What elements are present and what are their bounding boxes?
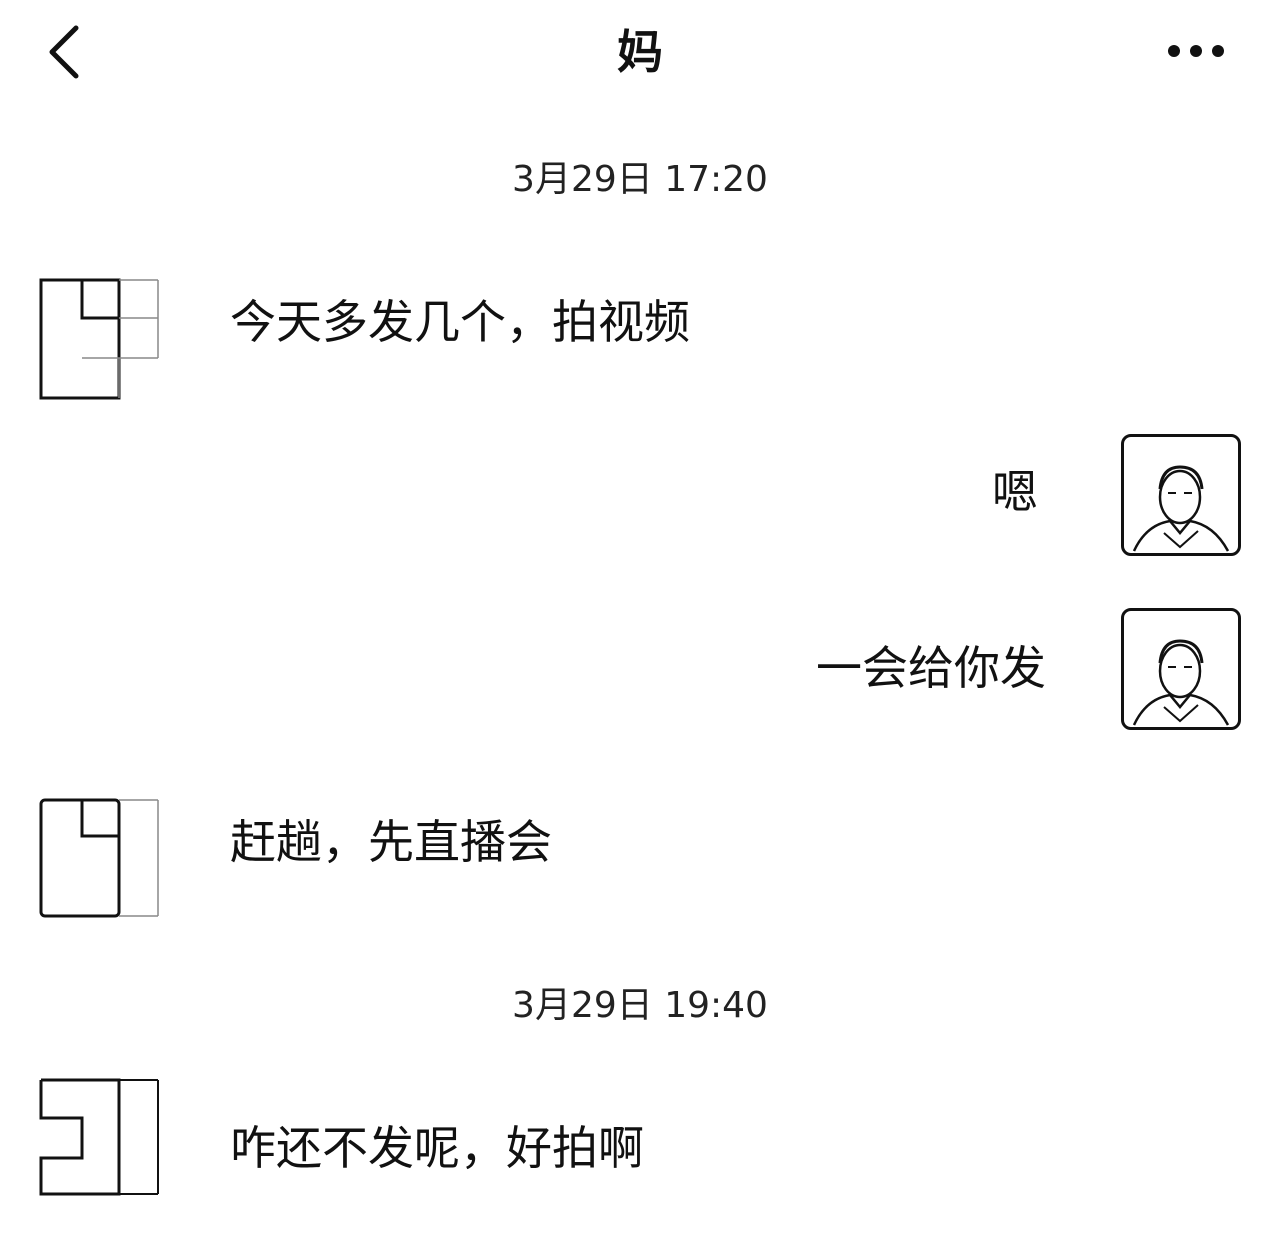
message-text: 咋还不发呢，好拍啊 [230, 1121, 644, 1175]
message-text: 一会给你发 [816, 641, 1046, 695]
person-avatar-icon [1132, 639, 1230, 726]
person-avatar-icon [1132, 465, 1230, 552]
contact-avatar[interactable] [38, 276, 159, 400]
back-button[interactable] [40, 22, 96, 82]
contact-avatar[interactable] [38, 1076, 159, 1196]
chat-header: 妈 [0, 0, 1280, 110]
message-text: 赶趟，先直播会 [230, 815, 552, 869]
chat-title: 妈 [617, 25, 663, 79]
ellipsis-icon [1168, 45, 1224, 57]
more-options-button[interactable] [1160, 34, 1232, 68]
avatar-placeholder-icon [39, 278, 159, 400]
timestamp: 3月29日 19:40 [512, 985, 768, 1026]
timestamp: 3月29日 17:20 [512, 159, 768, 200]
avatar-placeholder-icon [39, 1078, 159, 1196]
message-text: 今天多发几个，拍视频 [230, 295, 690, 349]
avatar-placeholder-icon [39, 798, 159, 918]
chevron-left-icon [49, 25, 79, 79]
user-avatar[interactable] [1121, 434, 1241, 556]
contact-avatar[interactable] [38, 796, 159, 918]
user-avatar[interactable] [1121, 608, 1241, 730]
message-text: 嗯 [992, 465, 1038, 519]
